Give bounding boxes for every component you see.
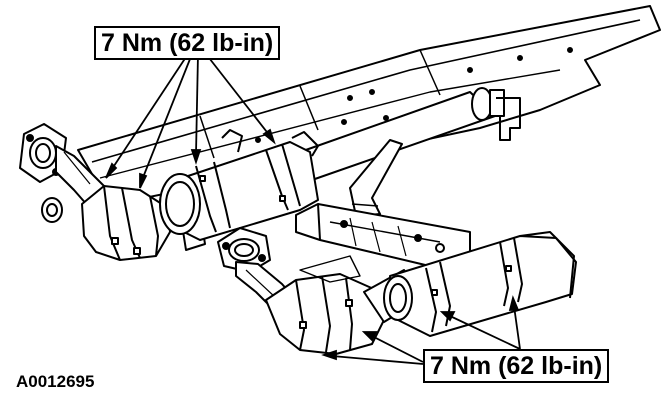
torque-callout-bottom: 7 Nm (62 lb-in) bbox=[423, 349, 610, 383]
rear-pipe bbox=[299, 87, 521, 181]
right-manifold-flange bbox=[217, 227, 271, 273]
front-muffler bbox=[159, 129, 319, 241]
figure-id: A0012695 bbox=[16, 372, 95, 391]
rear-muffler bbox=[383, 231, 577, 337]
leader-lines bbox=[105, 53, 521, 365]
torque-callout-top: 7 Nm (62 lb-in) bbox=[94, 26, 281, 60]
left-manifold-flange bbox=[19, 123, 67, 223]
left-catalytic-converter bbox=[81, 185, 171, 261]
frame-rail bbox=[77, 5, 661, 206]
